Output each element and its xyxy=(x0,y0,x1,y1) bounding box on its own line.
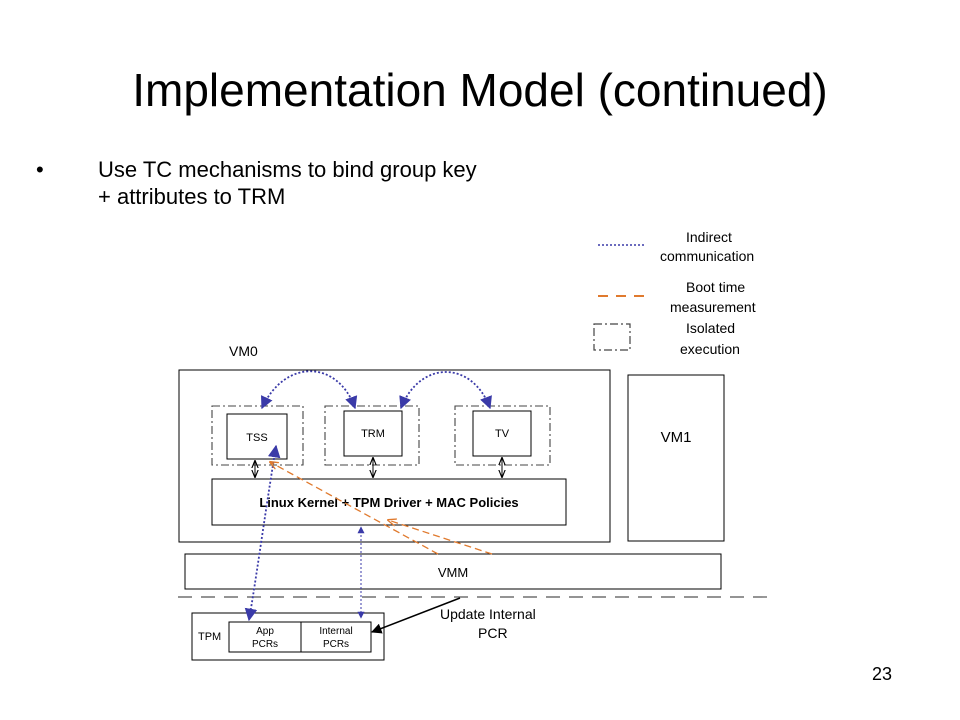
legend-isolated-label-1: Isolated xyxy=(686,320,735,336)
vm1-label: VM1 xyxy=(661,429,692,446)
update-pcr-label-2: PCR xyxy=(478,625,508,641)
vm0-label: VM0 xyxy=(229,343,258,359)
internal-pcrs-box xyxy=(300,621,372,653)
slide-number: 23 xyxy=(872,664,893,684)
legend-boot-label-2: measurement xyxy=(670,299,756,315)
legend-boot-label-1: Boot time xyxy=(686,279,745,295)
bullet-marker: • xyxy=(36,157,44,182)
tpm-label: TPM xyxy=(198,631,221,643)
tv-label: TV xyxy=(495,428,510,440)
vmm-tss-boot-measurement xyxy=(270,462,439,555)
vmm-label: VMM xyxy=(438,565,468,580)
legend: Indirect communication Boot time measure… xyxy=(593,229,756,357)
tv-box xyxy=(472,410,532,457)
trm-tv-indirect-arc xyxy=(399,371,492,410)
slide-title: Implementation Model (continued) xyxy=(132,64,828,116)
internal-pcrs-label-2: PCRs xyxy=(323,639,349,650)
app-pcrs-box xyxy=(228,621,302,653)
trm-label: TRM xyxy=(361,428,385,440)
trm-box xyxy=(343,410,403,457)
legend-indirect-label-2: communication xyxy=(660,248,754,264)
tss-trm-indirect-arc xyxy=(261,370,358,410)
vm1-box xyxy=(627,374,725,542)
legend-isolated-swatch xyxy=(593,323,631,351)
legend-indirect-label-1: Indirect xyxy=(686,229,732,245)
app-pcrs-label-2: PCRs xyxy=(252,639,278,650)
vmm-kernel-boot-measurement xyxy=(388,520,493,555)
tss-label: TSS xyxy=(246,432,267,444)
update-pcr-label-1: Update Internal xyxy=(440,606,536,622)
internal-pcrs-label-1: Internal xyxy=(319,626,352,637)
tv-isolation-boundary xyxy=(454,405,551,466)
app-pcrs-label-1: App xyxy=(256,626,274,637)
legend-isolated-label-2: execution xyxy=(680,341,740,357)
update-internal-pcr-arrow xyxy=(371,597,461,634)
bullet-text: Use TC mechanisms to bind group key + at… xyxy=(98,157,477,209)
kernel-label: Linux Kernel + TPM Driver + MAC Policies xyxy=(259,495,518,510)
tss-app-pcrs-indirect-link xyxy=(244,444,281,622)
